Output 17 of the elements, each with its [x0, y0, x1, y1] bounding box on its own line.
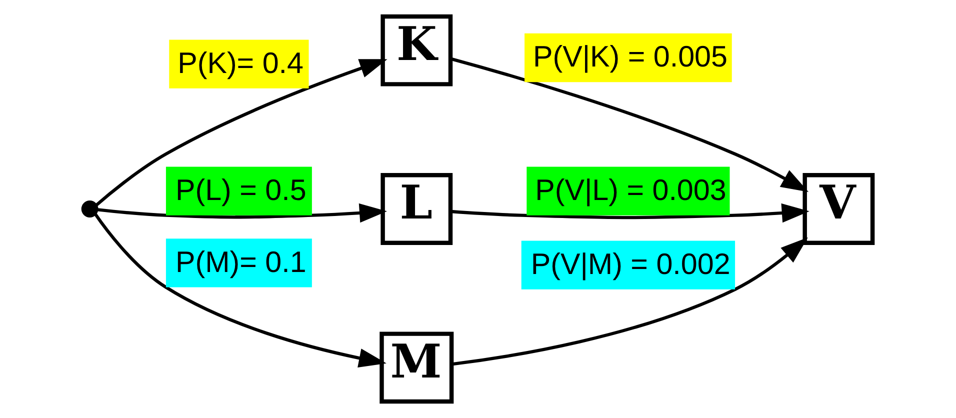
- node-circle: [81, 200, 98, 218]
- node-box: M: [380, 332, 454, 404]
- edge-label: P(V|M) = 0.002: [530, 248, 730, 281]
- arrow: [96, 203, 387, 223]
- node-box: L: [380, 173, 453, 245]
- arrow: [450, 57, 809, 192]
- arrow: [450, 203, 810, 223]
- edge-label: P(V|K) = 0.005: [533, 40, 728, 74]
- arrow: [94, 59, 388, 207]
- arrow: [93, 212, 386, 368]
- edge-label: P(K)= 0.4: [178, 46, 304, 80]
- node-box: K: [380, 14, 453, 86]
- node-box: V: [802, 173, 875, 245]
- edge-label: P(M)= 0.1: [175, 246, 306, 279]
- edge-label: P(L) = 0.5: [175, 174, 306, 207]
- arrow: [452, 237, 808, 366]
- edge-label: P(V|L) = 0.003: [535, 174, 726, 207]
